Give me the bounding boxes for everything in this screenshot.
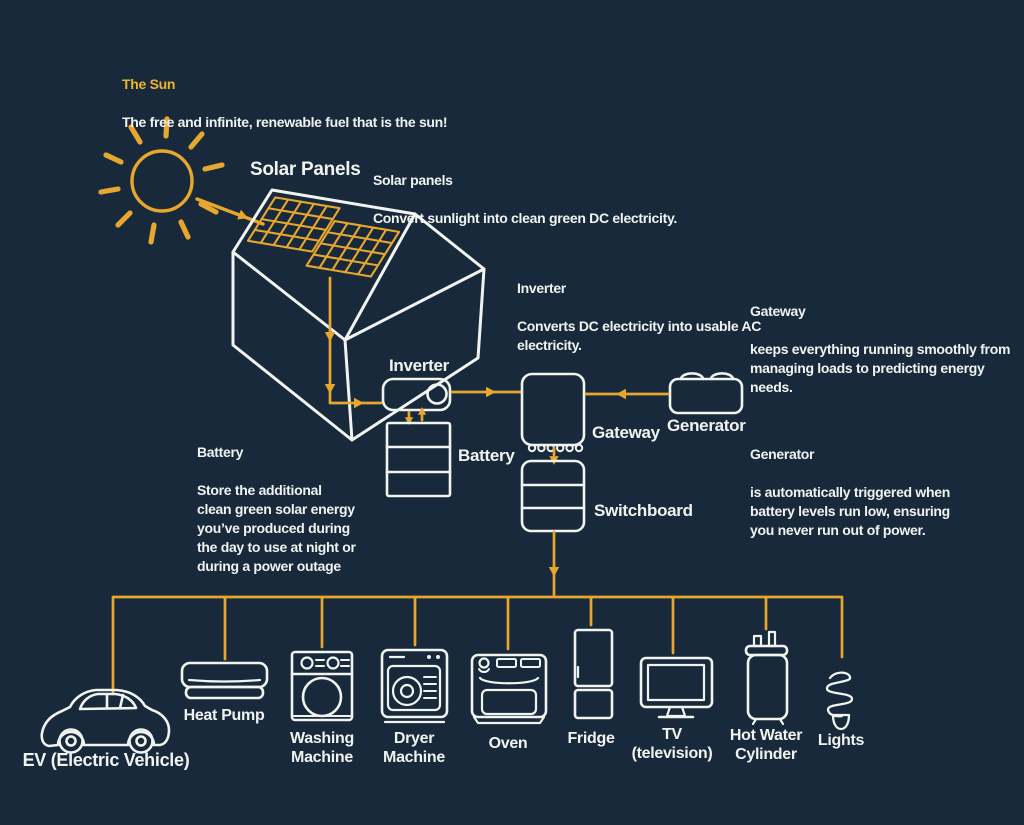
battery-label: Battery [458,446,515,465]
oven-label: Oven [488,735,528,752]
oven-icon [470,653,548,725]
fridge-label: Fridge [567,730,615,747]
generator-note: Generator is automatically triggered whe… [750,426,950,559]
switchboard-to-bus-arrow [548,530,560,597]
gateway-to-switchboard-arrow [549,446,559,465]
sun-note: The Sun The free and infinite, renewable… [122,56,448,151]
washing-machine-icon [290,650,354,722]
house-icon [231,188,486,442]
generator-icon [668,372,744,415]
inverter-note-body: Converts DC electricity into usable AC e… [517,318,762,353]
inverter-note-title: Inverter [517,280,566,296]
gateway-note-title: Gateway [750,303,806,319]
lights-bulb-icon [825,671,854,731]
dryer-machine-label: Dryer Machine [383,730,445,766]
generator-to-gateway-arrow [584,388,670,400]
solar-note: Solar panels Convert sunlight into clean… [373,152,677,247]
gateway-note: Gateway keeps everything running smoothl… [750,283,1010,416]
solar-note-body: Convert sunlight into clean green DC ele… [373,210,677,226]
inverter-label: Inverter [389,356,449,375]
washing-machine-label: Washing Machine [290,730,354,766]
battery-note-title: Battery [197,444,244,460]
generator-note-title: Generator [750,446,815,462]
sun-note-title: The Sun [122,76,176,92]
inverter-icon [381,377,452,412]
sun-note-body: The free and infinite, renewable fuel th… [122,114,448,130]
battery-note: Battery Store the additional clean green… [197,424,356,595]
inverter-battery-arrows [404,406,427,426]
fridge-icon [573,628,614,720]
solar-note-title: Solar panels [373,172,453,188]
gateway-label: Gateway [592,423,660,442]
tv-icon [639,656,714,719]
generator-label: Generator [667,416,746,435]
inverter-note: Inverter Converts DC electricity into us… [517,260,761,374]
sun-icon [98,116,225,245]
ev-label: EV (Electric Vehicle) [22,750,190,770]
lights-label: Lights [817,732,865,749]
gateway-note-body: keeps everything running smoothly from m… [750,341,1011,395]
panels-to-inverter-line [324,276,383,409]
solar-panels-icon [239,197,406,276]
heat-pump-icon [180,661,269,700]
gateway-icon [520,372,586,453]
solar-panels-label: Solar Panels [250,159,361,180]
inverter-to-gateway-arrow [450,386,522,398]
tv-label: TV (television) [631,726,713,762]
heat-pump-label: Heat Pump [183,707,265,724]
distribution-bus [111,595,844,696]
battery-icon [385,421,452,498]
dryer-machine-icon [380,648,449,724]
generator-note-body: is automatically triggered when battery … [750,484,950,538]
hot-water-cylinder-label: Hot Water Cylinder [729,727,803,763]
switchboard-icon [520,459,586,533]
switchboard-label: Switchboard [594,501,693,520]
hot-water-cylinder-icon [744,630,789,726]
battery-note-body: Store the additional clean green solar e… [197,482,356,574]
ev-car-icon [40,688,171,754]
